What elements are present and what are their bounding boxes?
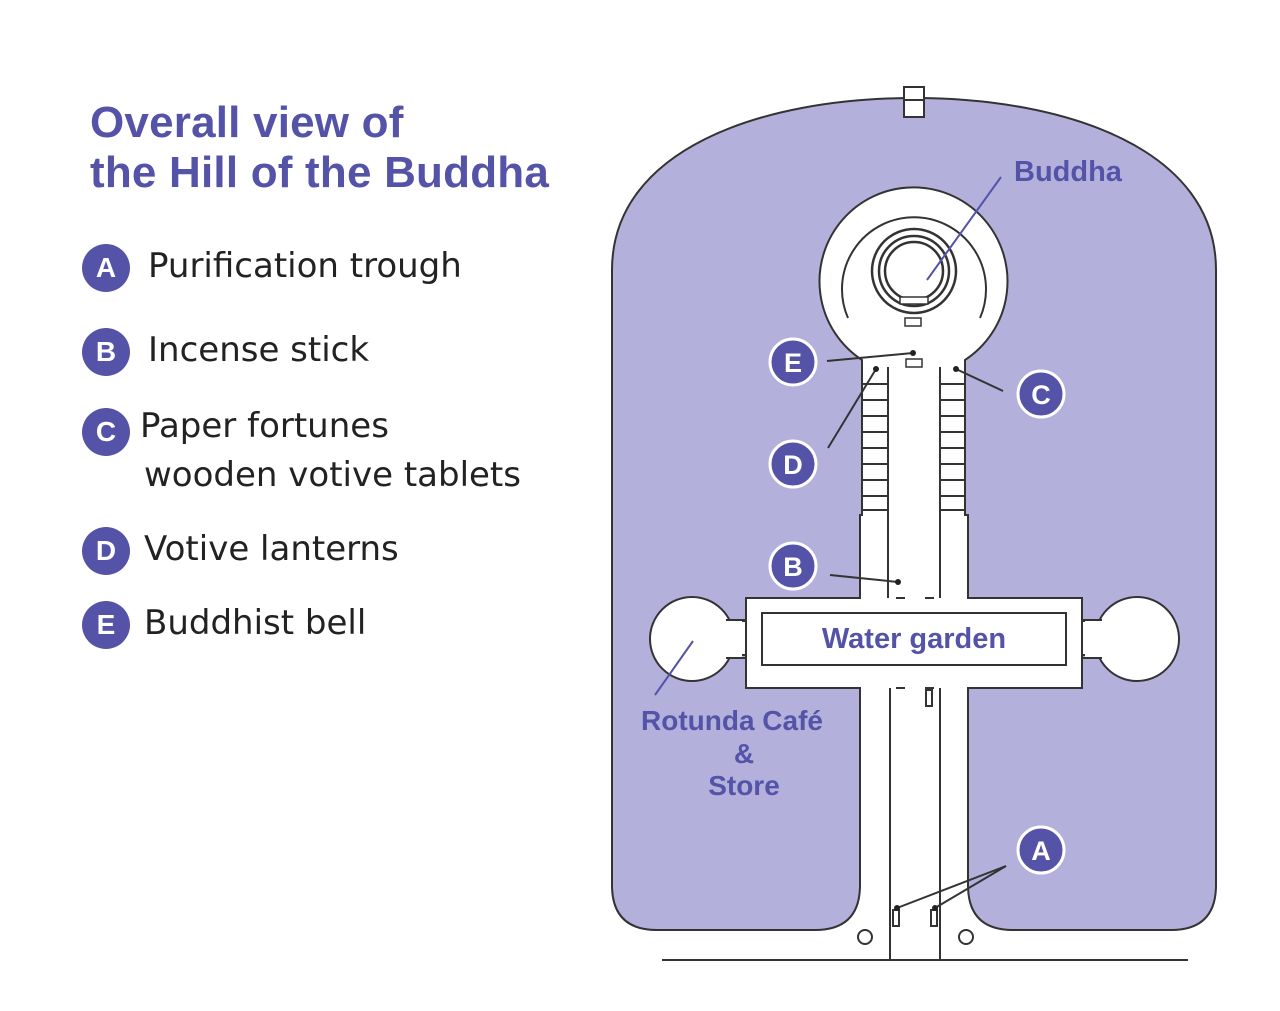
legend-label-e: Buddhist bell xyxy=(144,603,367,643)
legend-label-c-line-1: Paper fortunes xyxy=(140,406,389,446)
legend-badge-e: E xyxy=(82,601,130,649)
bottom-features xyxy=(857,909,974,945)
legend-label-a: Purification trough xyxy=(148,246,462,286)
legend-label-b: Incense stick xyxy=(148,330,370,370)
map-marker-d: D xyxy=(768,439,818,489)
marker-a-letter: A xyxy=(1031,836,1051,866)
marker-d-letter: D xyxy=(783,450,803,480)
legend-label-d: Votive lanterns xyxy=(144,529,399,569)
marker-b-letter: B xyxy=(783,552,803,582)
marker-c-letter: C xyxy=(1031,380,1051,410)
hill-area xyxy=(611,96,1217,931)
rotunda-cafe-label: Rotunda Café xyxy=(641,705,823,736)
leader-lines xyxy=(654,176,1007,909)
rotunda-ampersand-label: & xyxy=(734,738,754,769)
water-garden-label: Water garden xyxy=(822,623,1006,655)
rotunda-left xyxy=(649,596,735,682)
marker-e-letter: E xyxy=(784,348,802,378)
map-marker-a: A xyxy=(1016,825,1066,875)
water-garden xyxy=(649,596,1180,682)
store-label: Store xyxy=(708,770,780,801)
legend-badge-d: D xyxy=(82,527,130,575)
rotunda-right xyxy=(1094,596,1180,682)
title-line-2: the Hill of the Buddha xyxy=(90,148,550,197)
map-marker-c: C xyxy=(1016,369,1066,419)
legend-badge-a: A xyxy=(82,244,130,292)
legend-badge-b: B xyxy=(82,328,130,376)
top-gate xyxy=(903,86,925,118)
leader-dots xyxy=(873,350,959,911)
title-line-1: Overall view of xyxy=(90,98,404,147)
map-marker-e: E xyxy=(768,337,818,387)
buddha-plaza xyxy=(841,216,987,368)
legend-badge-c: C xyxy=(82,408,130,456)
central-path xyxy=(662,515,1188,961)
legend-label-c-line-2: wooden votive tablets xyxy=(144,455,521,495)
stairs xyxy=(862,367,965,515)
map-title: Overall view of the Hill of the Buddha xyxy=(90,98,549,198)
map-marker-b: B xyxy=(768,541,818,591)
buddha-label: Buddha xyxy=(1014,156,1123,188)
